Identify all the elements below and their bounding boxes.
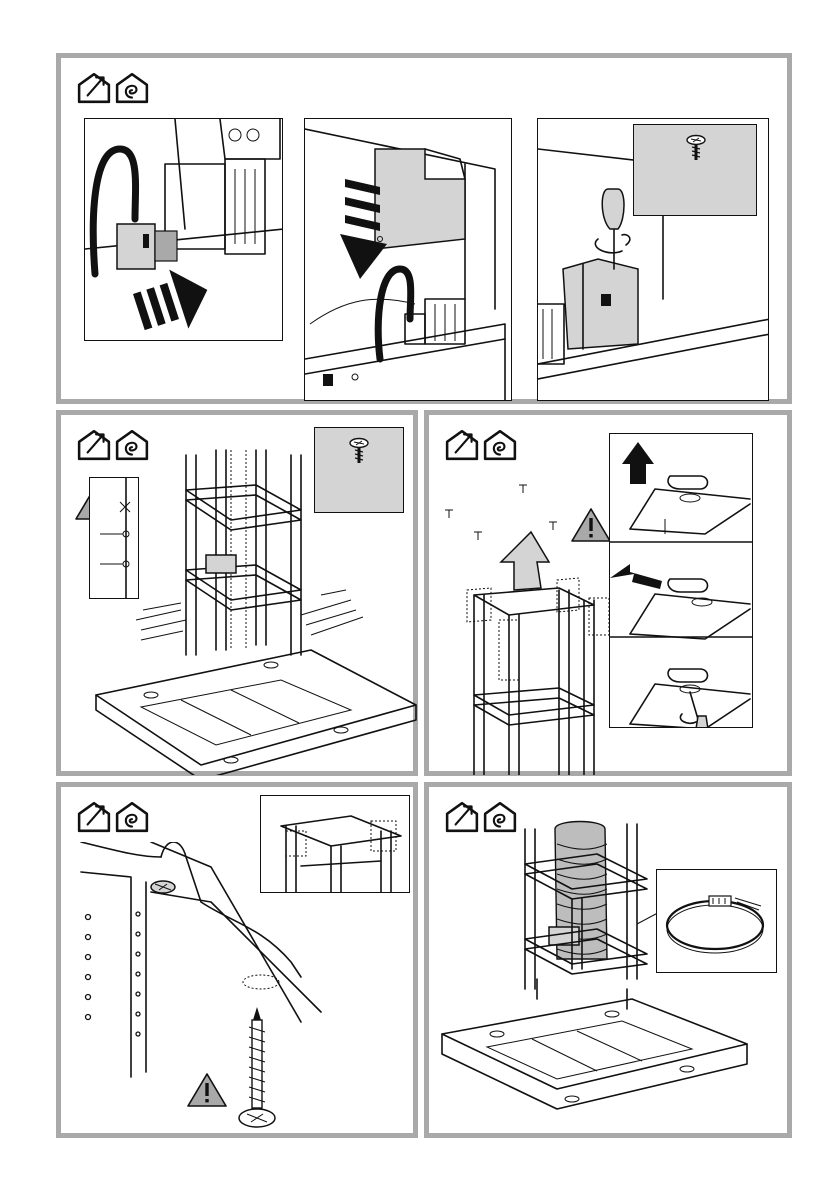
- figure-keyhole-slot-steps: [609, 433, 753, 728]
- figure-ceiling-screw-fixing: [71, 842, 416, 1137]
- figure-hose-clamp-inset: [656, 869, 777, 973]
- screw-icon: [684, 133, 708, 163]
- recirculation-house-icon: [483, 429, 517, 461]
- step-panel-ceiling-screw-detail: [56, 782, 418, 1138]
- step-panel-chimney-frame-mounting: [56, 410, 418, 776]
- ducted-house-icon: [77, 801, 111, 833]
- step-panel-duct-and-clamp: [424, 782, 792, 1138]
- figure-duct-on-hood: [437, 809, 757, 1139]
- screw-inset: [633, 124, 757, 216]
- figure-chimney-frame-on-hood: [81, 445, 421, 775]
- warning-triangle-icon: [187, 1072, 227, 1108]
- figure-cover-push-down: [304, 118, 512, 401]
- figure-chimney-frame-lift: [439, 470, 629, 775]
- step-panel-ceiling-fixing: [424, 410, 792, 776]
- step-panel-connect-and-cover: [56, 53, 792, 404]
- hose-clamp-icon: [657, 870, 777, 973]
- ducted-house-icon: [445, 429, 479, 461]
- recirculation-house-icon: [115, 801, 149, 833]
- figure-cover-screw-fixing: [537, 118, 769, 401]
- figure-plug-connection: [84, 118, 283, 341]
- ducted-house-icon: [77, 72, 111, 104]
- recirculation-house-icon: [115, 72, 149, 104]
